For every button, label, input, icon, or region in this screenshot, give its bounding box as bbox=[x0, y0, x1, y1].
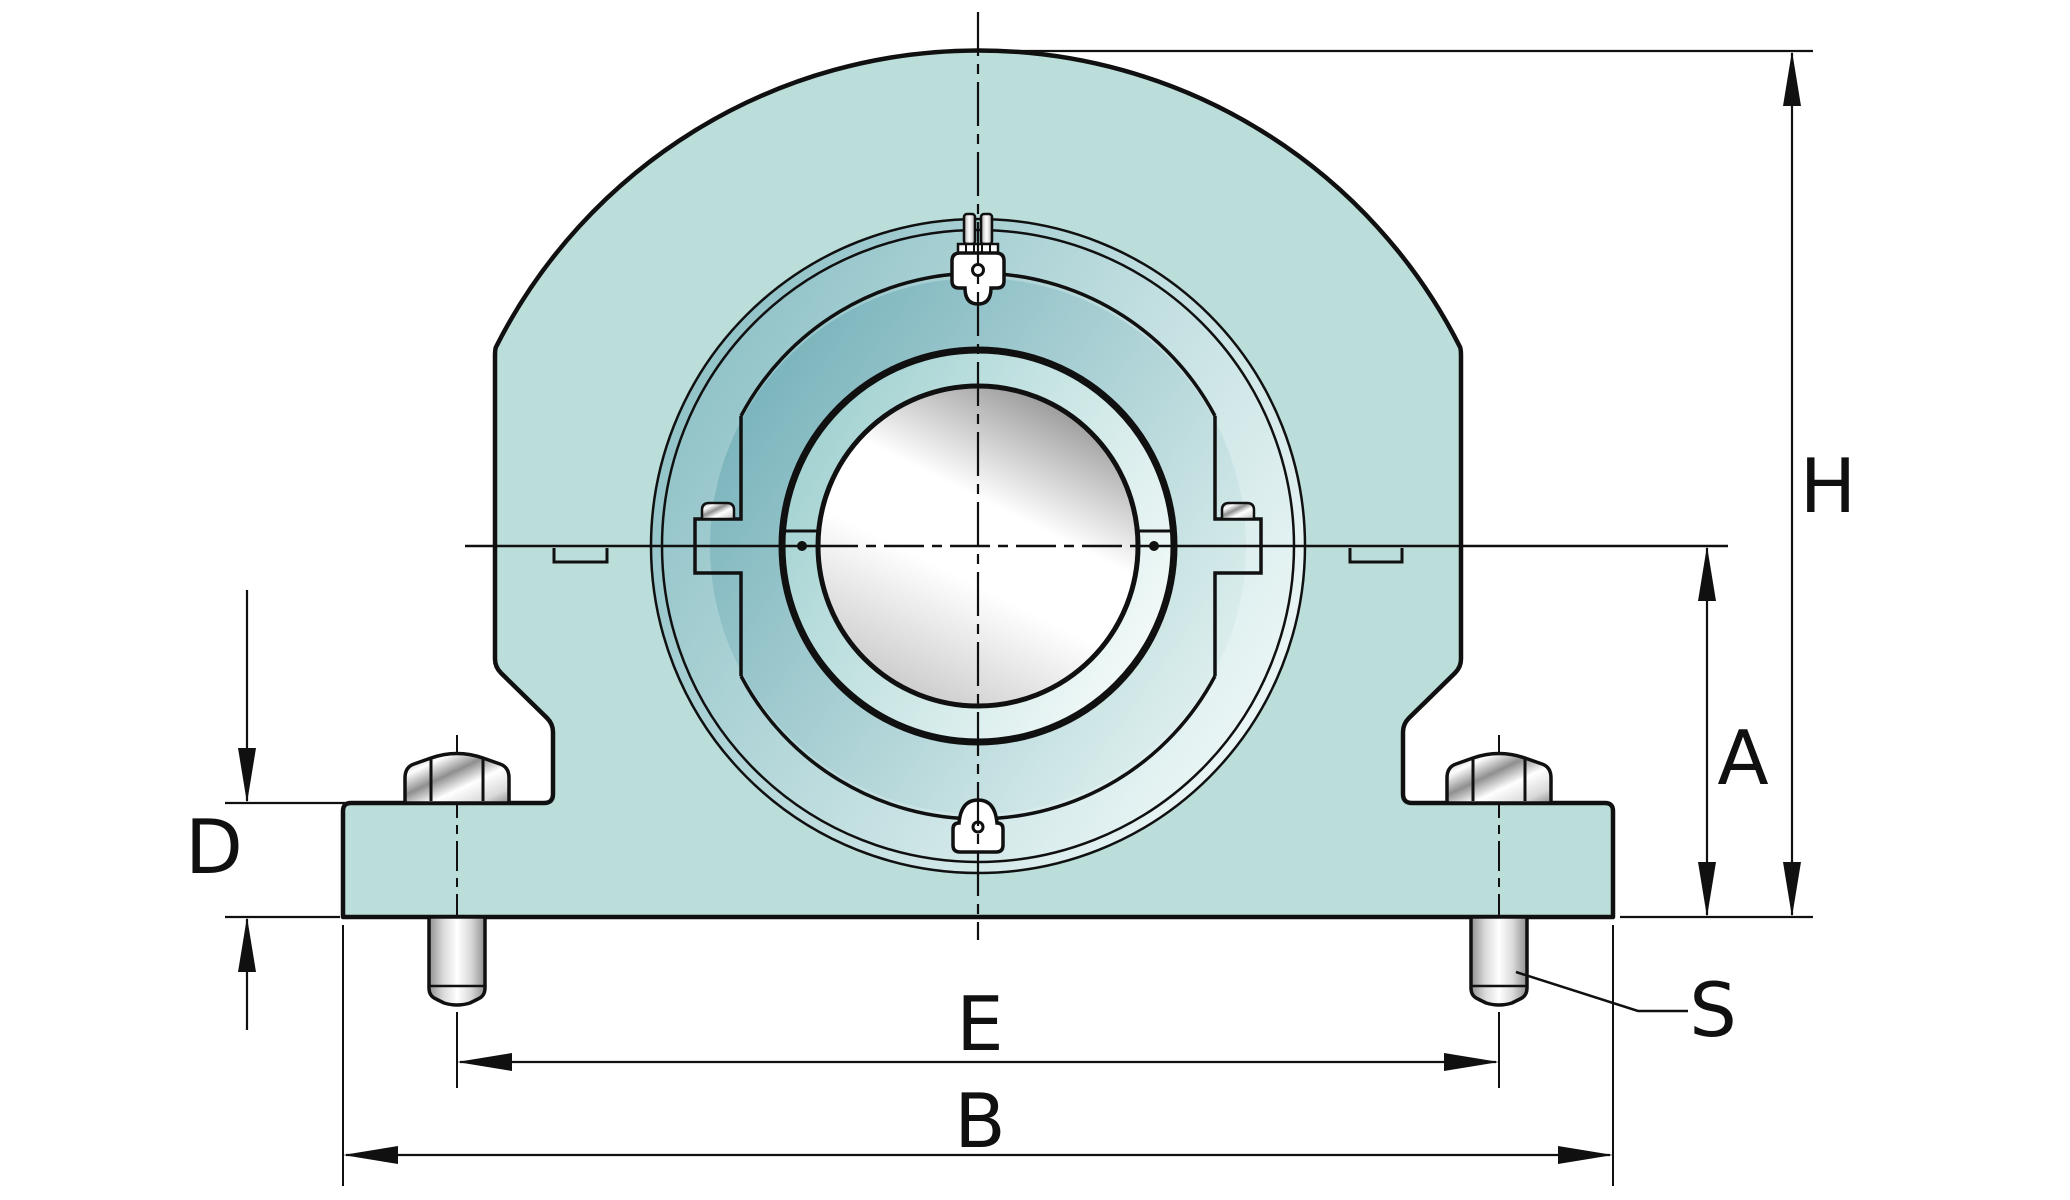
dimension-label-e: E bbox=[956, 980, 1003, 1068]
left-hex-nut bbox=[403, 751, 511, 805]
right-set-screw bbox=[1220, 501, 1256, 521]
split-line-notches bbox=[552, 548, 1404, 564]
grease-pin-left-prong bbox=[962, 212, 977, 246]
e-arrowhead-left bbox=[457, 1053, 512, 1071]
dimension-d bbox=[225, 590, 350, 1030]
right-hex-nut bbox=[1445, 751, 1553, 805]
e-arrowhead-right bbox=[1444, 1053, 1499, 1071]
dimension-label-h: H bbox=[1800, 442, 1856, 530]
left-mounting-bolt bbox=[403, 751, 511, 1007]
dimension-a bbox=[1698, 546, 1716, 917]
right-split-notch bbox=[1348, 548, 1404, 564]
h-arrowhead-bottom bbox=[1783, 862, 1801, 917]
b-arrowhead-left bbox=[343, 1146, 398, 1164]
h-arrowhead-top bbox=[1783, 51, 1801, 106]
d-arrowhead-down bbox=[238, 748, 256, 803]
b-arrowhead-right bbox=[1558, 1146, 1613, 1164]
a-arrowhead-top bbox=[1698, 546, 1716, 601]
s-leader-line bbox=[1515, 970, 1688, 1013]
d-arrowhead-up bbox=[238, 917, 256, 972]
left-set-screw bbox=[700, 501, 736, 521]
dimension-h bbox=[985, 49, 1813, 919]
right-mounting-bolt bbox=[1445, 751, 1553, 1007]
dimension-e bbox=[456, 1012, 1500, 1088]
top-tab-thread-ticks bbox=[965, 245, 991, 252]
grease-pin-right-prong bbox=[979, 212, 994, 246]
dimension-label-d: D bbox=[185, 803, 243, 891]
right-stud bbox=[1469, 915, 1529, 1007]
dimension-label-b: B bbox=[954, 1077, 1005, 1165]
dimension-label-s: S bbox=[1689, 966, 1737, 1054]
left-stud bbox=[427, 915, 487, 1007]
left-split-notch bbox=[552, 548, 609, 564]
top-tab-hole bbox=[971, 263, 985, 277]
dimension-label-a: A bbox=[1717, 714, 1768, 802]
a-arrowhead-bottom bbox=[1698, 862, 1716, 917]
dimension-b bbox=[342, 925, 1614, 1186]
